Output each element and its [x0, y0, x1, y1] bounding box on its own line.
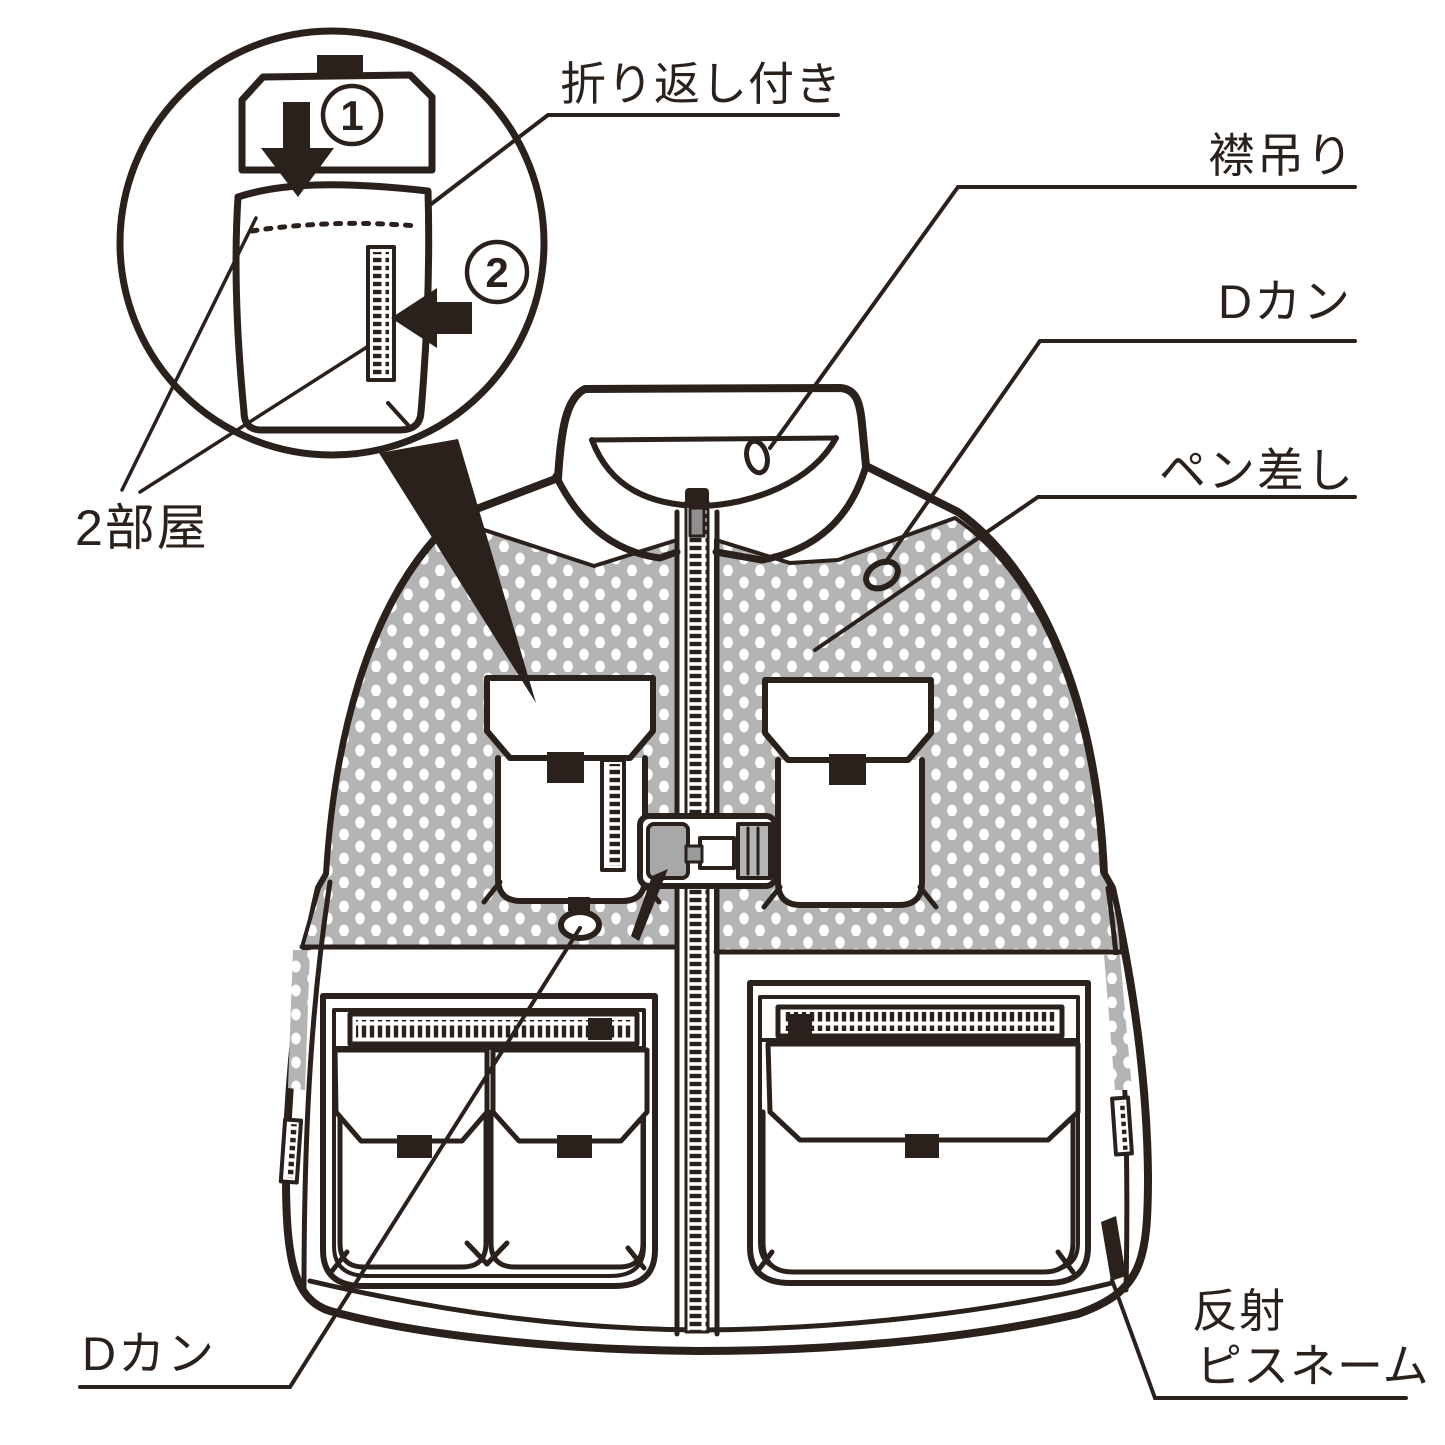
label-d-ring-bottom: Dカン — [82, 1327, 216, 1380]
flap-tab — [547, 752, 584, 783]
lower-left-panel — [320, 993, 658, 1289]
flap-tab — [557, 1135, 592, 1158]
leader-d-ring-top — [883, 339, 1357, 565]
inset-tick — [386, 401, 410, 427]
label-reflective-1: 反射 — [1192, 1285, 1286, 1337]
inset-pocket — [232, 181, 433, 434]
vest-body — [278, 384, 1152, 1355]
chest-pocket-right-flap — [762, 677, 934, 763]
lower-right-zipper — [775, 1004, 1065, 1039]
arrow-left-icon — [391, 288, 472, 348]
chest-pocket-left-zipper — [600, 758, 626, 872]
reflective-pis-name-tab — [1101, 1216, 1126, 1281]
leader-reflective — [1110, 1278, 1408, 1400]
chest-pocket-right — [761, 677, 939, 910]
label-reflective-2: ピスネーム — [1196, 1340, 1430, 1392]
step1-number: 1 — [340, 92, 363, 139]
lower-left-flap-b — [490, 1047, 650, 1144]
lower-left-flap-a — [332, 1047, 490, 1144]
step2-number: 2 — [485, 249, 508, 296]
label-pen-holder: ペン差し — [1159, 444, 1355, 497]
lower-right-panel — [747, 980, 1091, 1286]
step2-badge — [464, 239, 530, 305]
flap-tab — [829, 754, 866, 785]
leader-fold-back — [428, 113, 840, 207]
step1-badge — [320, 83, 384, 147]
lower-right-flap — [765, 1041, 1081, 1143]
leader-collar-hanger — [768, 185, 1357, 450]
d-ring-chest — [558, 897, 602, 941]
buckle — [631, 813, 778, 941]
leader-lines — [78, 113, 1408, 1400]
inset-flap-tab — [317, 55, 363, 77]
inset-detail-circle: 1 2 — [116, 27, 548, 459]
lower-left-zipper — [347, 1011, 640, 1047]
chest-pocket-left — [481, 675, 662, 941]
chest-pocket-left-flap — [484, 675, 656, 761]
flap-tab — [397, 1135, 432, 1158]
front-zipper — [674, 488, 720, 1337]
d-ring-shoulder — [863, 558, 901, 592]
zipper-slider — [685, 488, 709, 508]
collar — [552, 435, 870, 564]
pointer-wedge-icon — [379, 439, 536, 703]
labels: 折り返し付き 襟吊り Dカン ペン差し 2部屋 Dカン 反射 ピスネーム — [75, 58, 1430, 1392]
flap-tab — [905, 1134, 939, 1158]
label-collar-hanger: 襟吊り — [1208, 129, 1355, 182]
side-gusset-mesh-left — [288, 950, 310, 1090]
arrow-down-icon — [261, 102, 334, 197]
label-d-ring-top: Dカン — [1218, 275, 1352, 328]
leader-two-rooms-a — [120, 216, 258, 492]
inset-stitch-dotted — [249, 220, 421, 234]
leader-pen-holder — [813, 495, 1357, 652]
leader-two-rooms-b — [138, 345, 369, 494]
label-fold-back: 折り返し付き — [560, 58, 842, 110]
side-zipper-left — [278, 1117, 304, 1185]
label-two-rooms: 2部屋 — [75, 500, 209, 556]
buckle-cord — [631, 869, 668, 941]
collar-hanger-loop — [744, 438, 770, 476]
leader-d-ring-bottom — [78, 926, 582, 1389]
inset-zipper — [366, 245, 396, 382]
bartack-ticks — [329, 1240, 1076, 1275]
side-seam-left — [301, 879, 333, 1293]
side-gusset-mesh-right — [1104, 955, 1132, 1090]
side-zipper-right — [1110, 1095, 1134, 1157]
